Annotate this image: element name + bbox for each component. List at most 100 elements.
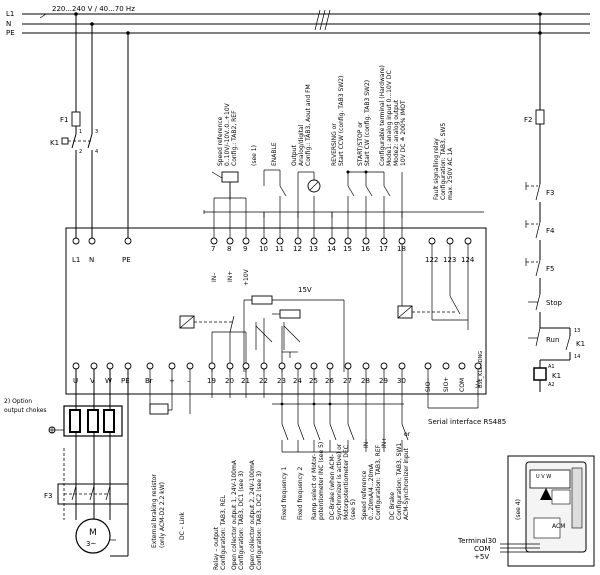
svg-text:Synchronizer is active) or: Synchronizer is active) or <box>336 443 343 520</box>
svg-text:27: 27 <box>343 377 352 385</box>
svg-text:Open collector output 2, 24V-1: Open collector output 2, 24V-100mA <box>249 459 256 570</box>
motor-symbol <box>75 518 111 554</box>
svg-text:K1: K1 <box>576 340 585 348</box>
svg-text:IN–: IN– <box>211 273 218 282</box>
svg-text:14: 14 <box>574 354 580 360</box>
svg-text:START/STOP or: START/STOP or <box>357 121 364 166</box>
svg-text:F4: F4 <box>546 227 555 235</box>
svg-text:A1: A1 <box>548 364 555 370</box>
svg-text:9: 9 <box>243 245 247 253</box>
bottom-labels: Relay – output Configuration: TAB3, REL … <box>213 442 410 570</box>
svg-text:30: 30 <box>397 377 406 385</box>
svg-text:(see 4): (see 4) <box>515 499 522 520</box>
svg-text:V+: V+ <box>475 379 482 388</box>
svg-text:8: 8 <box>227 245 231 253</box>
svg-text:10: 10 <box>259 245 268 253</box>
svg-text:Configuration: TAB3, REF: Configuration: TAB3, REF <box>375 444 382 520</box>
svg-text:Analog/digital: Analog/digital <box>298 124 305 166</box>
svg-text:DC Brake: DC Brake <box>389 492 396 520</box>
svg-text:12: 12 <box>293 245 302 253</box>
svg-text:ACM-Synchronizer input: ACM-Synchronizer input <box>403 447 410 520</box>
svg-text:SIO+: SIO+ <box>443 377 450 392</box>
control-chain: F2 F3 F4 F5 Stop Run 13 14 K1 A1 A2 <box>524 14 585 392</box>
svg-text:N: N <box>89 256 94 264</box>
svg-text:Br: Br <box>145 377 153 385</box>
svg-text:Stop: Stop <box>546 299 562 307</box>
svg-text:Start CCW (config. TAB3 SW2): Start CCW (config. TAB3 SW2) <box>338 76 345 166</box>
svg-text:DC – Link: DC – Link <box>179 512 186 540</box>
svg-text:A2: A2 <box>548 382 555 388</box>
svg-text:13: 13 <box>309 245 318 253</box>
svg-text:F5: F5 <box>546 265 554 273</box>
svg-text:Output: Output <box>291 145 298 166</box>
svg-text:7: 7 <box>211 245 215 253</box>
svg-text:REVERSING or: REVERSING or <box>331 123 338 166</box>
svg-text:Fixed frequency 2: Fixed frequency 2 <box>297 467 304 520</box>
svg-text:Configuration: TAB3, DC2 (see: Configuration: TAB3, DC2 (see 3) <box>256 471 263 570</box>
svg-text:22: 22 <box>259 377 268 385</box>
svg-text:25: 25 <box>309 377 318 385</box>
label-N: N <box>6 20 11 28</box>
svg-text:Mode2: analog output: Mode2: analog output <box>393 99 400 166</box>
motor-M: M <box>89 528 97 538</box>
inset-acm-logo: ACM <box>552 523 565 530</box>
svg-text:Fault signalling relay: Fault signalling relay <box>433 138 440 200</box>
svg-text:–: – <box>187 377 191 385</box>
fuse-F2 <box>535 109 545 125</box>
svg-text:18: 18 <box>397 245 406 253</box>
svg-text:11: 11 <box>275 245 284 253</box>
svg-text:Speed reference: Speed reference <box>361 470 368 520</box>
svg-text:0..10V/-10V..0..+10V: 0..10V/-10V..0..+10V <box>224 102 231 166</box>
top-terminal-strip: L1 N PE 7 8 9 10 11 12 13 14 15 16 17 18… <box>72 237 475 286</box>
svg-text:1: 1 <box>79 129 82 135</box>
svg-text:PE: PE <box>121 377 130 385</box>
svg-text:W: W <box>105 377 112 385</box>
svg-text:Open collector output 1, 24V-1: Open collector output 1, 24V-100mA <box>231 459 238 570</box>
svg-text:4: 4 <box>95 149 98 155</box>
bottom-terminal-strip: U V W PE Br + – 19 20 21 22 23 24 25 26 … <box>72 362 482 392</box>
svg-text:19: 19 <box>207 377 216 385</box>
svg-text:(see 5): (see 5) <box>350 499 357 520</box>
svg-text:F3: F3 <box>546 189 554 197</box>
svg-text:IN–: IN– <box>363 439 370 448</box>
inverter-box <box>65 227 487 395</box>
inset-com: COM <box>474 545 490 553</box>
svg-text:COM: COM <box>459 378 466 392</box>
svg-text:0...20mA/4...20mA: 0...20mA/4...20mA <box>368 463 375 520</box>
label-L1: L1 <box>6 10 14 18</box>
svg-text:2: 2 <box>79 149 82 155</box>
inset-terminal30: Terminal30 <box>457 537 497 545</box>
contactor-K1-label: K1 <box>50 139 59 147</box>
svg-text:13: 13 <box>574 328 580 334</box>
top-control-wiring <box>203 169 484 238</box>
svg-text:16: 16 <box>361 245 370 253</box>
internal-circuitry: 15V BSE_KLEMDNG <box>179 244 484 388</box>
svg-text:potentiometer INC (see 5): potentiometer INC (see 5) <box>318 442 325 520</box>
fuse-F1-label: F1 <box>60 116 68 124</box>
svg-text:K1: K1 <box>552 372 561 380</box>
top-labels: Speed reference 0..10V/-10V..0..+10V Con… <box>217 65 454 200</box>
svg-text:U V W: U V W <box>536 474 551 480</box>
svg-text:Fixed frequency 1: Fixed frequency 1 <box>281 467 288 520</box>
svg-text:Ramp select or Motor-: Ramp select or Motor- <box>311 454 318 520</box>
svg-text:max. 250V AC 1A: max. 250V AC 1A <box>447 147 454 200</box>
chokes-option: 2) Option <box>4 398 32 405</box>
drawing-id: BSE_KLEMDNG <box>478 351 484 388</box>
fuse-F1 <box>71 111 81 127</box>
or-label: or <box>404 431 411 438</box>
svg-text:V: V <box>90 377 95 385</box>
svg-text:17: 17 <box>379 245 388 253</box>
supply-lines: L1 N PE 220...240 V / 40...70 Hz <box>6 5 590 37</box>
label-PE: PE <box>6 29 15 37</box>
svg-text:SIO–: SIO– <box>425 379 432 392</box>
supply-voltage: 220...240 V / 40...70 Hz <box>52 5 135 13</box>
svg-text:+10V: +10V <box>243 268 250 286</box>
svg-text:Configuration: TAB3, SW1: Configuration: TAB3, SW1 <box>396 443 403 520</box>
inset-plus5v: +5V <box>474 553 489 561</box>
svg-text:Run: Run <box>546 336 559 344</box>
svg-text:20: 20 <box>225 377 234 385</box>
svg-text:IN+: IN+ <box>227 271 234 282</box>
main-feed: F1 K1 1 2 3 4 <box>50 14 129 240</box>
svg-text:14: 14 <box>327 245 336 253</box>
